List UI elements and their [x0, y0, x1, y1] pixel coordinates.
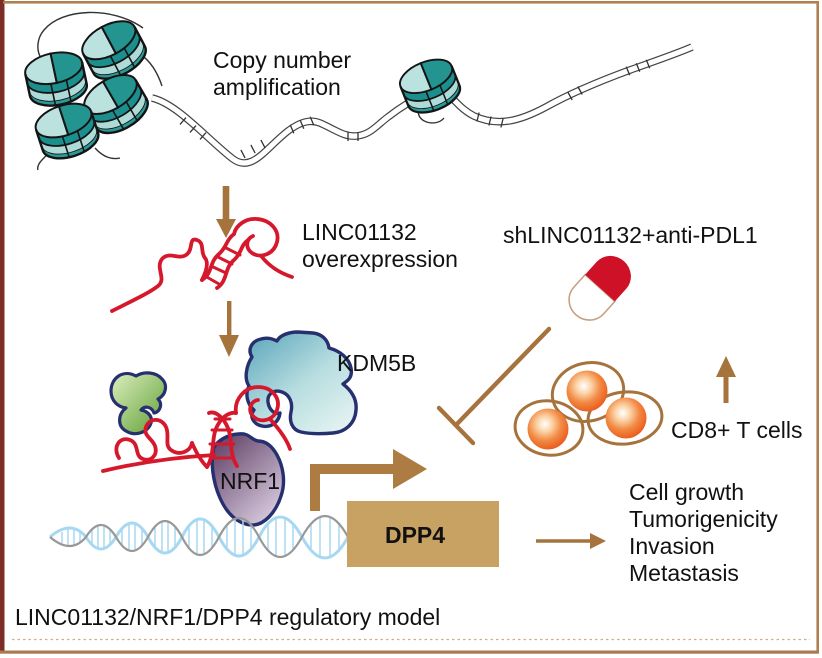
dna-double-helix [49, 515, 363, 560]
green-protein [109, 371, 168, 436]
transcription-arrow [310, 449, 427, 511]
label-linc-line2: overexpression [302, 246, 458, 272]
label-outcome-1: Cell growth [629, 479, 744, 505]
label-linc-line1: LINC01132 [302, 219, 417, 245]
outcome-arrow [536, 533, 606, 549]
label-outcome-3: Invasion [629, 533, 715, 559]
frame-bottom-line [0, 650, 819, 654]
nucleosome-single [394, 51, 466, 121]
t-cell-membrane [550, 361, 626, 423]
label-outcome-4: Metastasis [629, 560, 739, 586]
inhibition-line [436, 326, 552, 446]
arrow-down-2 [219, 301, 239, 357]
nucleosome-cluster [21, 12, 156, 166]
arrow-down-1 [216, 186, 236, 238]
frame-top-line [3, 1, 819, 4]
frame-right-line [816, 1, 819, 652]
label-nrf1: NRF1 [220, 468, 280, 494]
label-copy-number-line2: amplification [213, 74, 341, 100]
label-cd8-t-cells: CD8+ T cells [671, 417, 802, 443]
t-cell-nucleus [566, 370, 608, 412]
label-kdm5b: KDM5B [337, 350, 416, 376]
frame-left-band [0, 0, 5, 652]
label-dpp4: DPP4 [385, 522, 445, 548]
rna-linc01132 [110, 217, 294, 313]
label-treatment: shLINC01132+anti-PDL1 [503, 222, 758, 248]
rna-complex [101, 385, 292, 473]
t-cells [513, 361, 664, 457]
t-cell-nucleus [527, 408, 569, 450]
chromatin-dna-strand [37, 11, 694, 171]
figure-caption: LINC01132/NRF1/DPP4 regulatory model [15, 604, 440, 630]
dpp4-box [347, 501, 499, 567]
arrow-up [716, 356, 736, 403]
t-cell-nucleus [605, 397, 647, 439]
kdm5b-protein [244, 330, 358, 436]
capsule-icon [568, 255, 631, 321]
label-outcome-2: Tumorigenicity [629, 506, 778, 532]
label-copy-number-line1: Copy number [213, 47, 351, 73]
